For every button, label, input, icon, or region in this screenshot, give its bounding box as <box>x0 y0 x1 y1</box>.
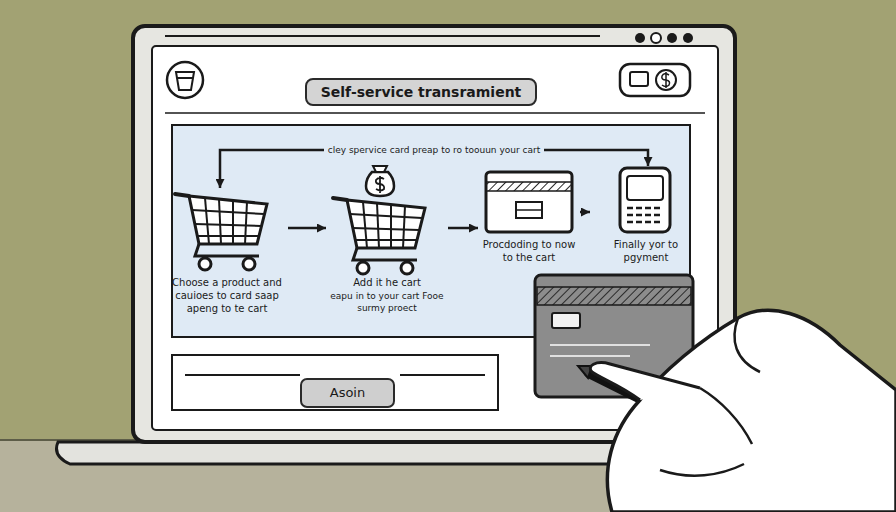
flow-arrow <box>580 211 590 214</box>
step-caption: Finally yor to pgyment <box>590 238 702 264</box>
edge-label: cley spervice card preap to ro toouun yo… <box>324 144 544 156</box>
flow-arrow <box>448 227 478 230</box>
action-button: Asoin <box>300 378 395 408</box>
step-caption: Asoin <box>330 385 365 402</box>
step-caption: Add it he cart <box>326 276 448 289</box>
flow-arrow <box>288 227 326 230</box>
step-caption: Procdoding to now to the cart <box>478 238 580 264</box>
step-node: Choose a product and cauioes to card saa… <box>166 188 288 326</box>
step-node: Add it he cart eapu in to your cart Fooe … <box>326 190 448 330</box>
step-node: Finally yor to pgyment <box>590 166 702 272</box>
page-title: Self-service transramient <box>305 78 538 106</box>
step-detail: eapu in to your cart Fooe surmy proect <box>326 291 448 314</box>
step-caption: Choose a product and cauioes to card saa… <box>166 276 288 315</box>
step-node: Procdoding to now to the cart <box>478 168 580 272</box>
